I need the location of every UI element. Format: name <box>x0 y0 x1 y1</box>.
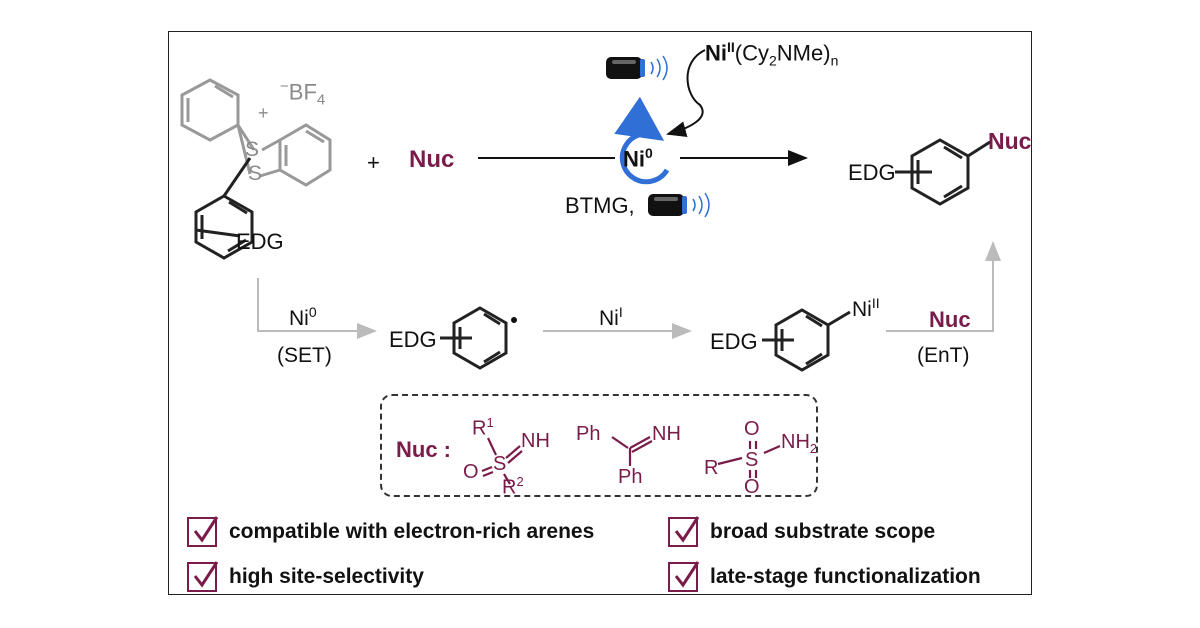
precursor-ligand-rest: NMe) <box>776 40 831 66</box>
imine-phenyl-top: Ph <box>576 423 601 445</box>
nucleophile-scope-label: Nuc : <box>396 437 451 462</box>
precursor-n: n <box>830 52 839 69</box>
feature-text: compatible with electron-rich arenes <box>229 520 595 543</box>
benzo-ring-left <box>180 78 240 142</box>
nucleophile-label: Nuc <box>409 146 455 173</box>
sulfur-cation-label: S <box>245 138 260 161</box>
check-icon <box>187 561 219 592</box>
substrate-edg-label: EDG <box>236 229 284 254</box>
active-oxidation-state: 0 <box>645 145 653 161</box>
step1-note: (SET) <box>277 344 332 367</box>
nucleophile-scope-box <box>380 394 818 497</box>
step3-note: (EnT) <box>917 344 970 367</box>
step2-metal: Ni <box>599 307 619 330</box>
sulfoximine-bonds <box>481 437 523 485</box>
aryl-radical-ring <box>440 306 508 370</box>
scheme-frame <box>168 31 1032 595</box>
sulfonamide-nh2: NH2 <box>781 432 817 455</box>
sulfoximine-oxygen: O <box>463 461 479 483</box>
feature-item: late-stage functionalization <box>668 561 981 592</box>
feature-text: high site-selectivity <box>229 565 424 588</box>
precursor-oxidation-state: II <box>727 39 735 55</box>
ni0-catalytic-cycle <box>614 96 670 185</box>
step2-reagent: NiI <box>599 305 623 329</box>
imine-bonds <box>611 436 653 466</box>
sulfonamide-bonds <box>717 441 781 478</box>
active-nickel-label: Ni0 <box>623 146 653 170</box>
feature-text: late-stage functionalization <box>710 565 981 588</box>
radical-edg-label: EDG <box>389 327 437 352</box>
feature-item: high site-selectivity <box>187 561 424 592</box>
precursor-ligand-subscript: 2 <box>769 52 777 69</box>
nickel-precursor-label: NiII(Cy2NMe)n <box>705 40 838 68</box>
base-label: BTMG, <box>565 193 635 218</box>
product-nuc-label: Nuc <box>988 128 1032 154</box>
thianthrenium-structure <box>180 78 332 187</box>
aryl-nickel-metal: Ni <box>852 298 872 321</box>
sulfonamide-r: R <box>704 457 719 479</box>
product-edg-label: EDG <box>848 160 896 185</box>
sulfoximine-sulfur: S <box>493 453 507 475</box>
plus-sign: + <box>367 150 380 175</box>
sulfonamide-oxygen-bottom: O <box>744 476 760 498</box>
counter-ion-formula: BF <box>288 79 317 105</box>
imine-nh: NH <box>652 423 681 445</box>
precursor-metal: Ni <box>705 40 727 66</box>
feature-text: broad substrate scope <box>710 520 936 543</box>
counter-ion-subscript: 4 <box>316 91 326 109</box>
sulfonamide-oxygen-top: O <box>744 418 760 440</box>
step1-reagent: Ni0 <box>289 305 317 329</box>
check-icon <box>668 561 700 592</box>
sulfoximine-r1-superscript: 1 <box>486 415 494 430</box>
blue-led-lamp-bottom <box>648 192 710 218</box>
check-icon <box>668 516 700 547</box>
feature-item: compatible with electron-rich arenes <box>187 516 595 547</box>
aryl-nickel-metal-label: NiII <box>852 296 880 320</box>
sulfoximine-nh: NH <box>521 430 550 452</box>
sulfoximine-r2-symbol: R <box>502 476 517 499</box>
imine-phenyl-bottom: Ph <box>618 466 643 488</box>
aryl-ring-substrate <box>194 157 254 260</box>
active-metal: Ni <box>623 146 645 172</box>
sulfonium-charge: + <box>258 103 269 123</box>
feature-item: broad substrate scope <box>668 516 936 547</box>
sulfur-bridge-label: S <box>248 162 263 185</box>
sulfoximine-r2-superscript: 2 <box>516 474 524 489</box>
sulfonamide-sulfur: S <box>745 449 759 471</box>
counter-ion-charge: − <box>280 78 289 95</box>
sulfonamide-nh2-subscript: 2 <box>809 441 818 456</box>
product-ring <box>895 138 991 206</box>
precursor-ligand-open: (Cy <box>734 40 769 66</box>
step2-oxidation-state: I <box>618 304 623 320</box>
sulfoximine-r1: R1 <box>472 416 494 439</box>
aryl-nickel-ring <box>762 308 851 372</box>
counter-ion: −BF4 <box>280 79 325 108</box>
aryl-nickel-edg-label: EDG <box>710 329 758 354</box>
step1-oxidation-state: 0 <box>308 304 317 320</box>
blue-led-lamp-top <box>606 55 668 81</box>
sulfoximine-r2: R2 <box>502 475 524 498</box>
step1-metal: Ni <box>289 307 309 330</box>
sulfonamide-nh: NH <box>781 431 810 453</box>
radical-dot <box>511 317 517 323</box>
aryl-nickel-oxidation-state: II <box>871 295 880 311</box>
check-icon <box>187 516 219 547</box>
step3-reagent: Nuc <box>929 307 971 332</box>
sulfoximine-r1-symbol: R <box>472 417 487 440</box>
